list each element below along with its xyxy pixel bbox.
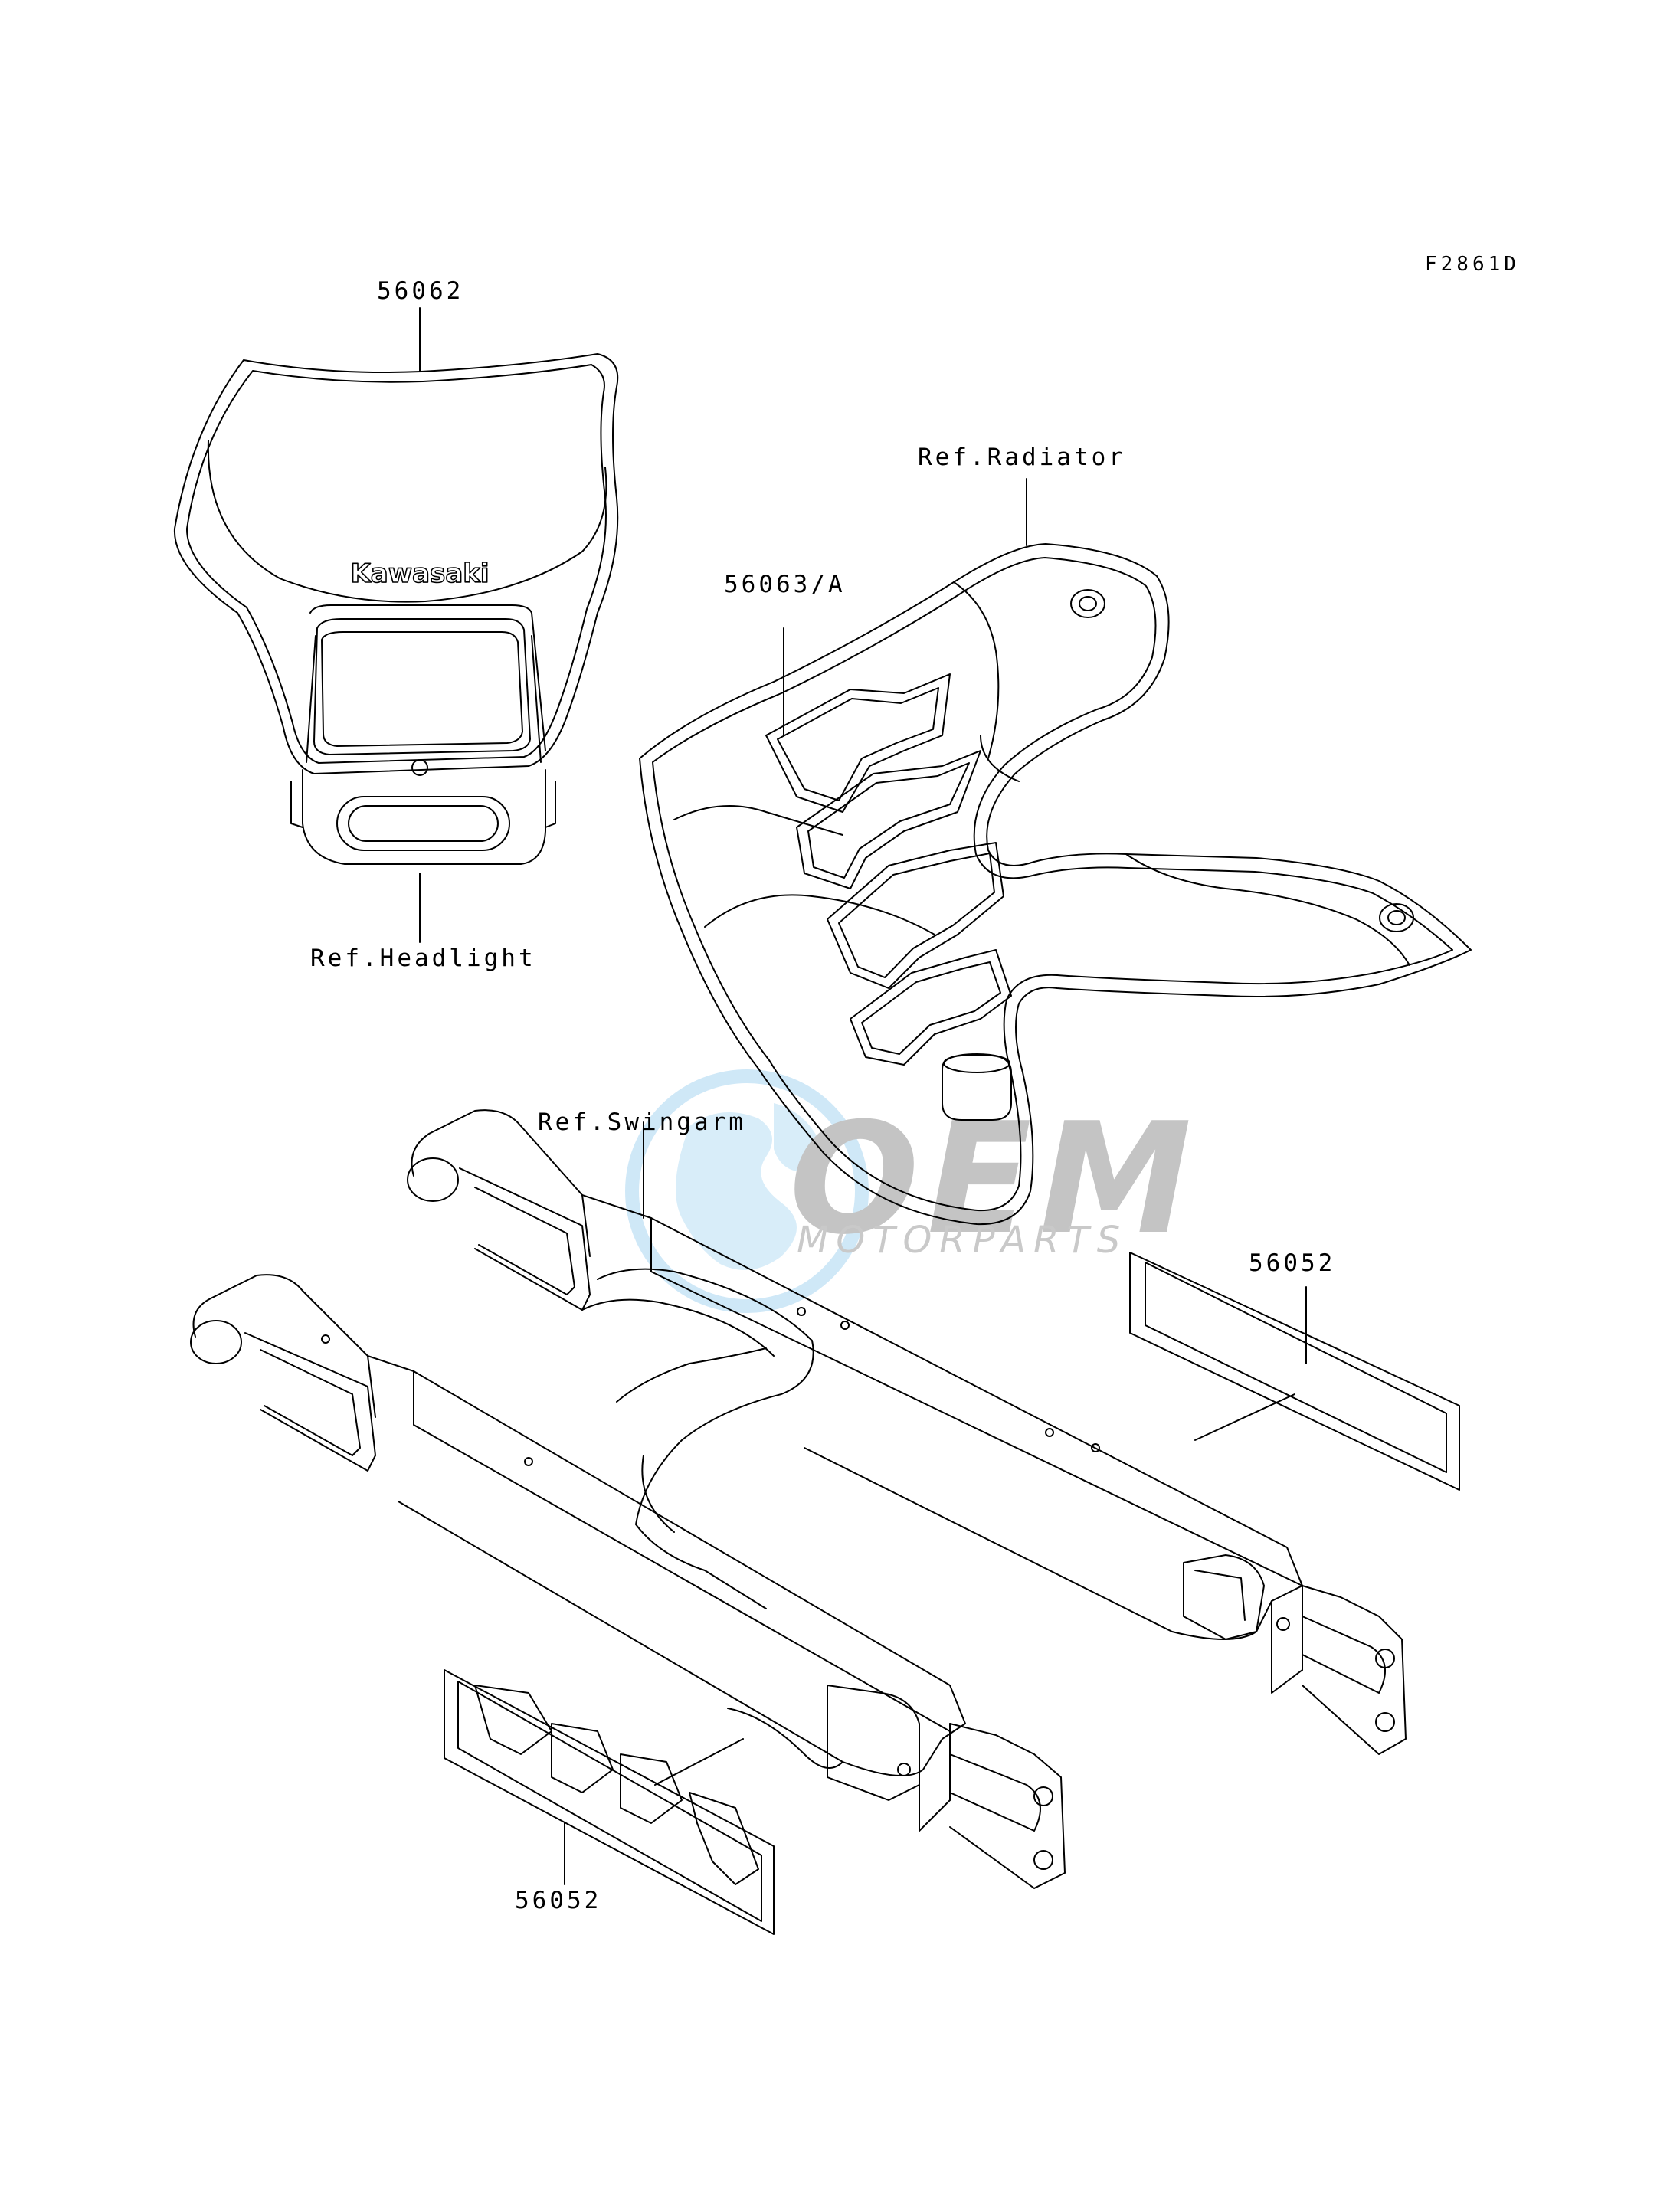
shroud-decal	[766, 674, 1011, 1065]
headlight-cover	[175, 308, 617, 942]
callout-56063-a: 56063/A	[724, 571, 846, 598]
callout-56052-right: 56052	[1249, 1249, 1336, 1277]
callout-ref-headlight: Ref.Headlight	[310, 945, 536, 972]
radiator-shroud	[640, 479, 1471, 1224]
headlight-logo: Kawasaki	[350, 558, 489, 589]
figure-code: F2861D	[1425, 253, 1520, 276]
swingarm	[191, 1110, 1406, 1888]
decal-right	[1130, 1252, 1459, 1490]
callout-56052-left: 56052	[515, 1887, 602, 1914]
callout-ref-swingarm: Ref.Swingarm	[538, 1108, 746, 1136]
callout-56062: 56062	[377, 277, 464, 305]
watermark-subtitle: MOTORPARTS	[797, 1219, 1128, 1262]
watermark-brand: OEM	[789, 1090, 1200, 1269]
decal-left	[444, 1670, 774, 1934]
callout-ref-radiator: Ref.Radiator	[918, 444, 1126, 471]
